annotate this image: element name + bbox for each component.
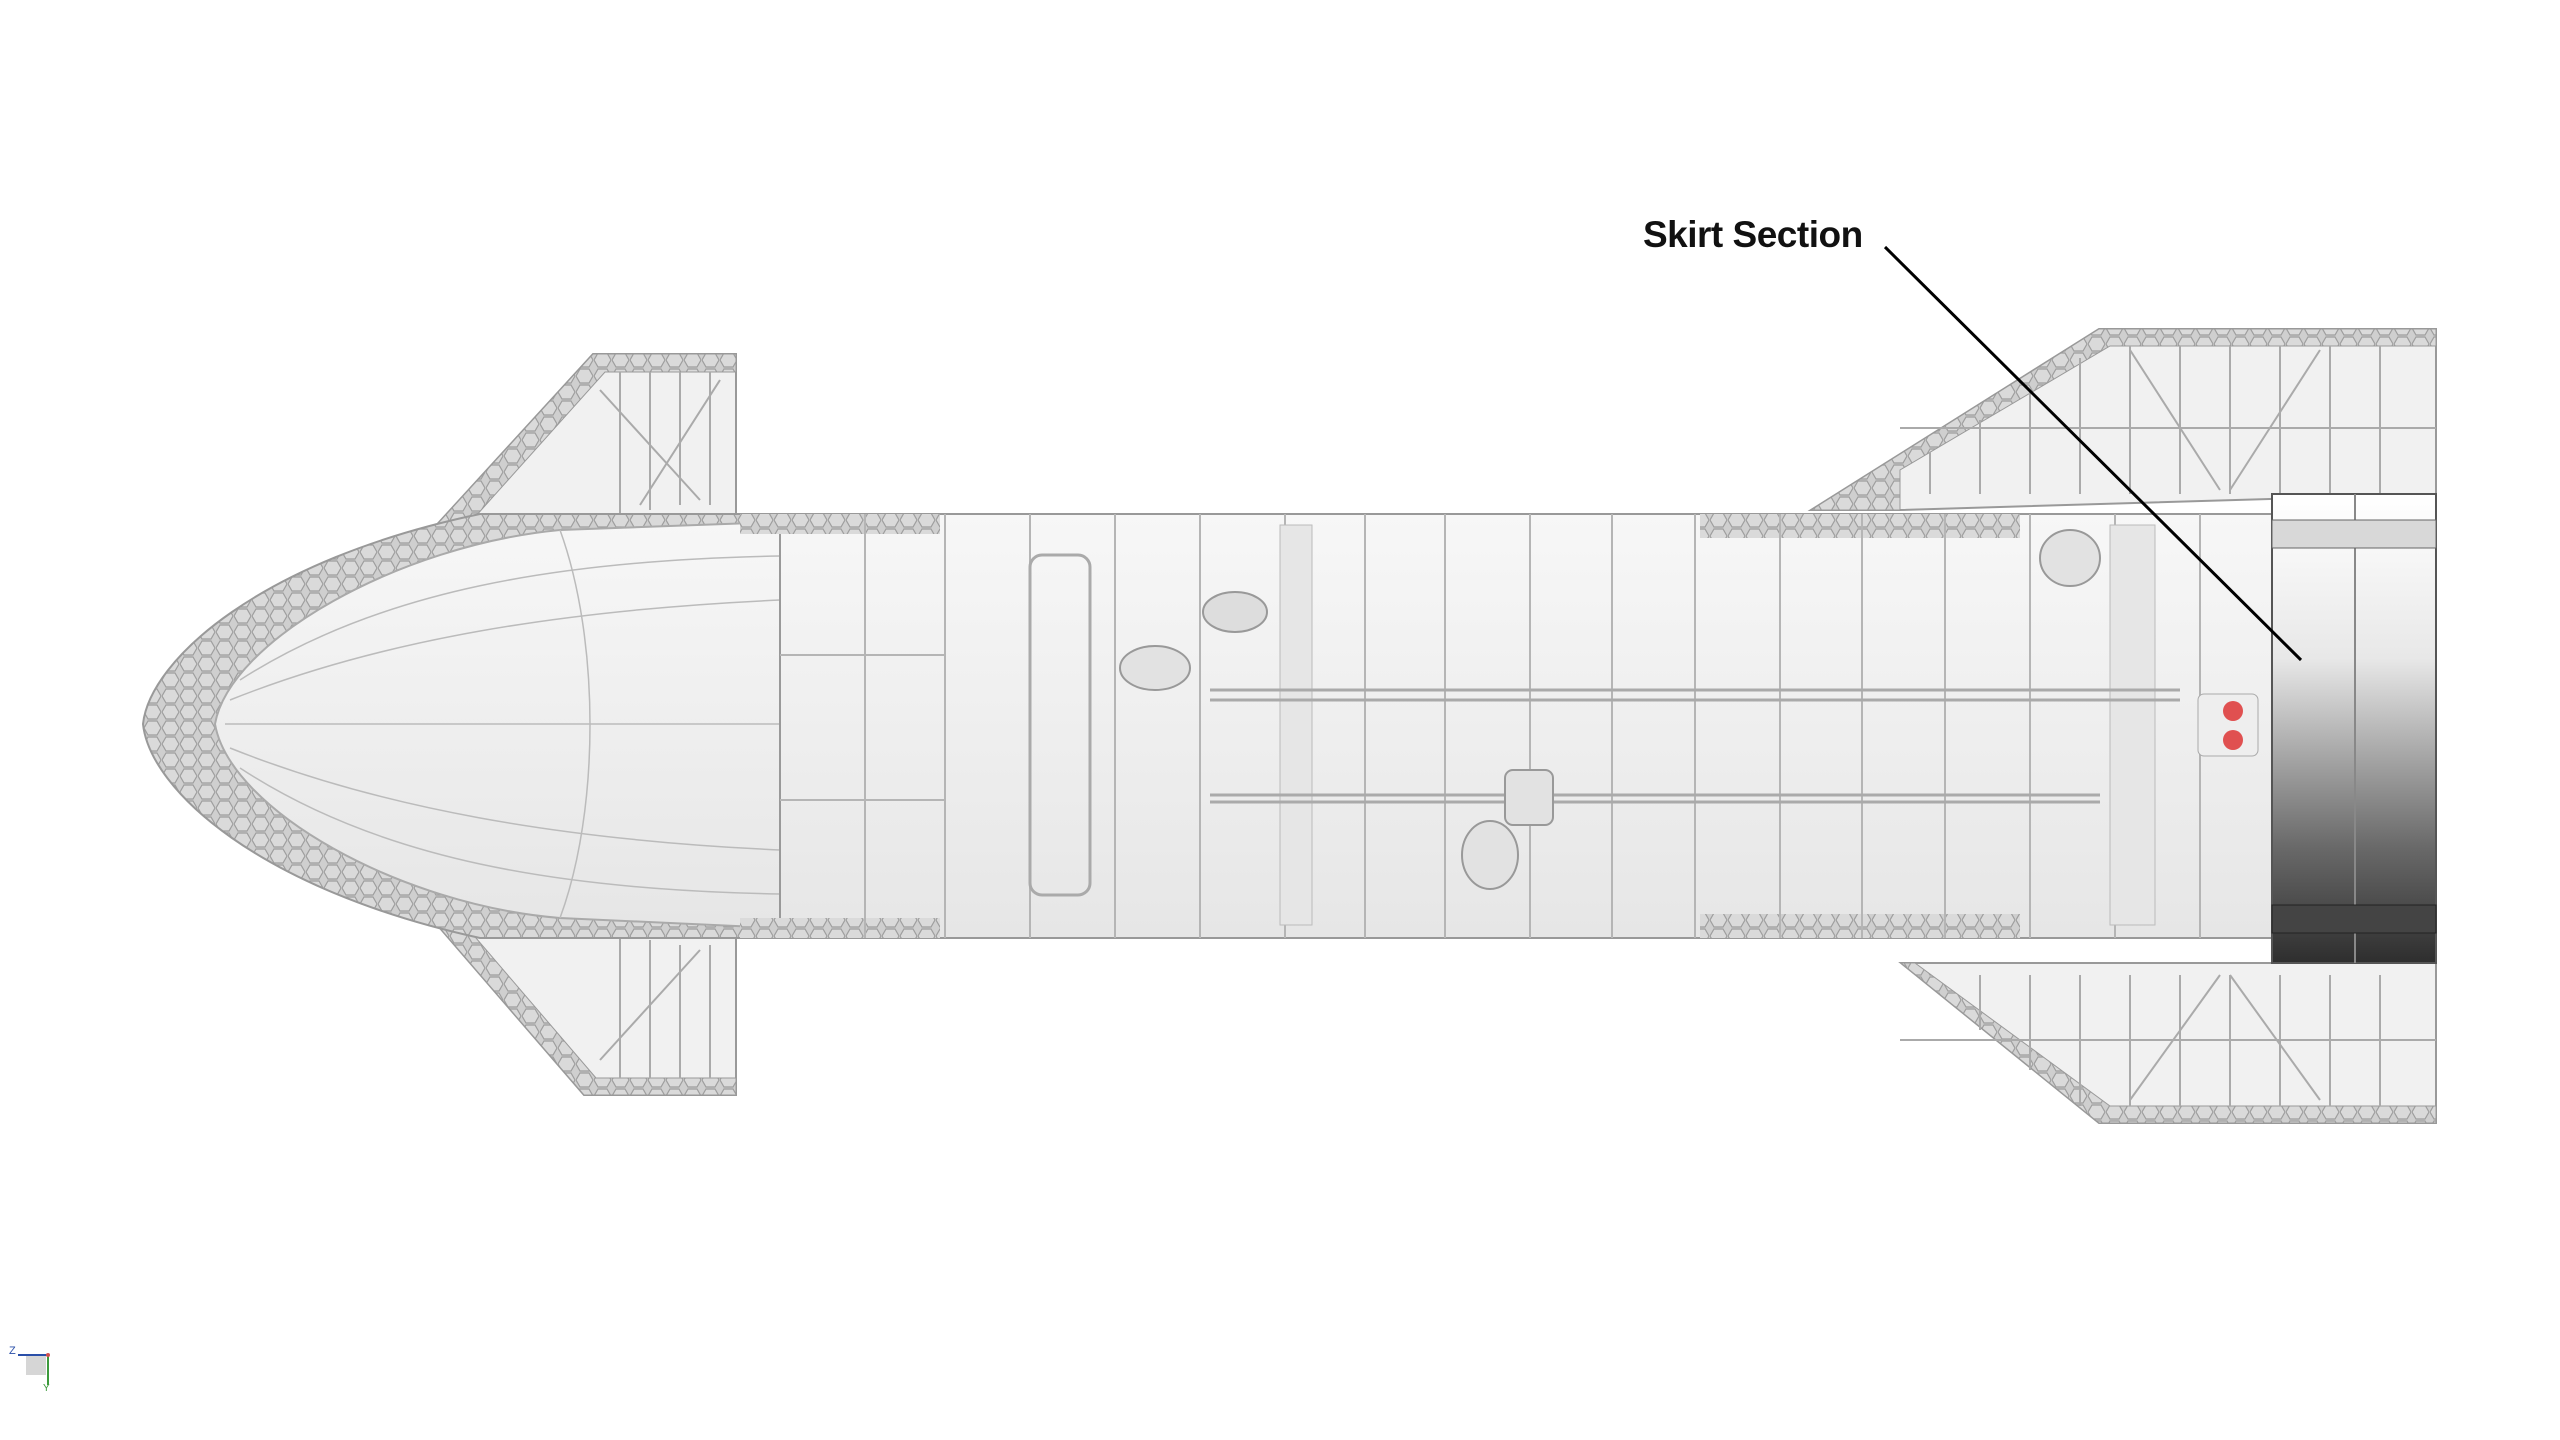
- ship-body: [740, 513, 2281, 939]
- skirt-section: [2271, 493, 2437, 964]
- aft-flap-top: [1807, 328, 2437, 511]
- axis-y-label: Y: [43, 1383, 50, 1394]
- skirt-section-label: Skirt Section: [1643, 214, 1863, 255]
- flap-actuator-markers: [2197, 693, 2259, 757]
- axis-triad: Z Y: [6, 1345, 50, 1395]
- leader-line: [1883, 245, 2303, 662]
- axis-z-label: Z: [9, 1345, 16, 1357]
- aft-flap-bottom: [1898, 962, 2437, 1124]
- axis-triad-icon: [18, 1353, 50, 1385]
- nose-cone: [141, 513, 781, 939]
